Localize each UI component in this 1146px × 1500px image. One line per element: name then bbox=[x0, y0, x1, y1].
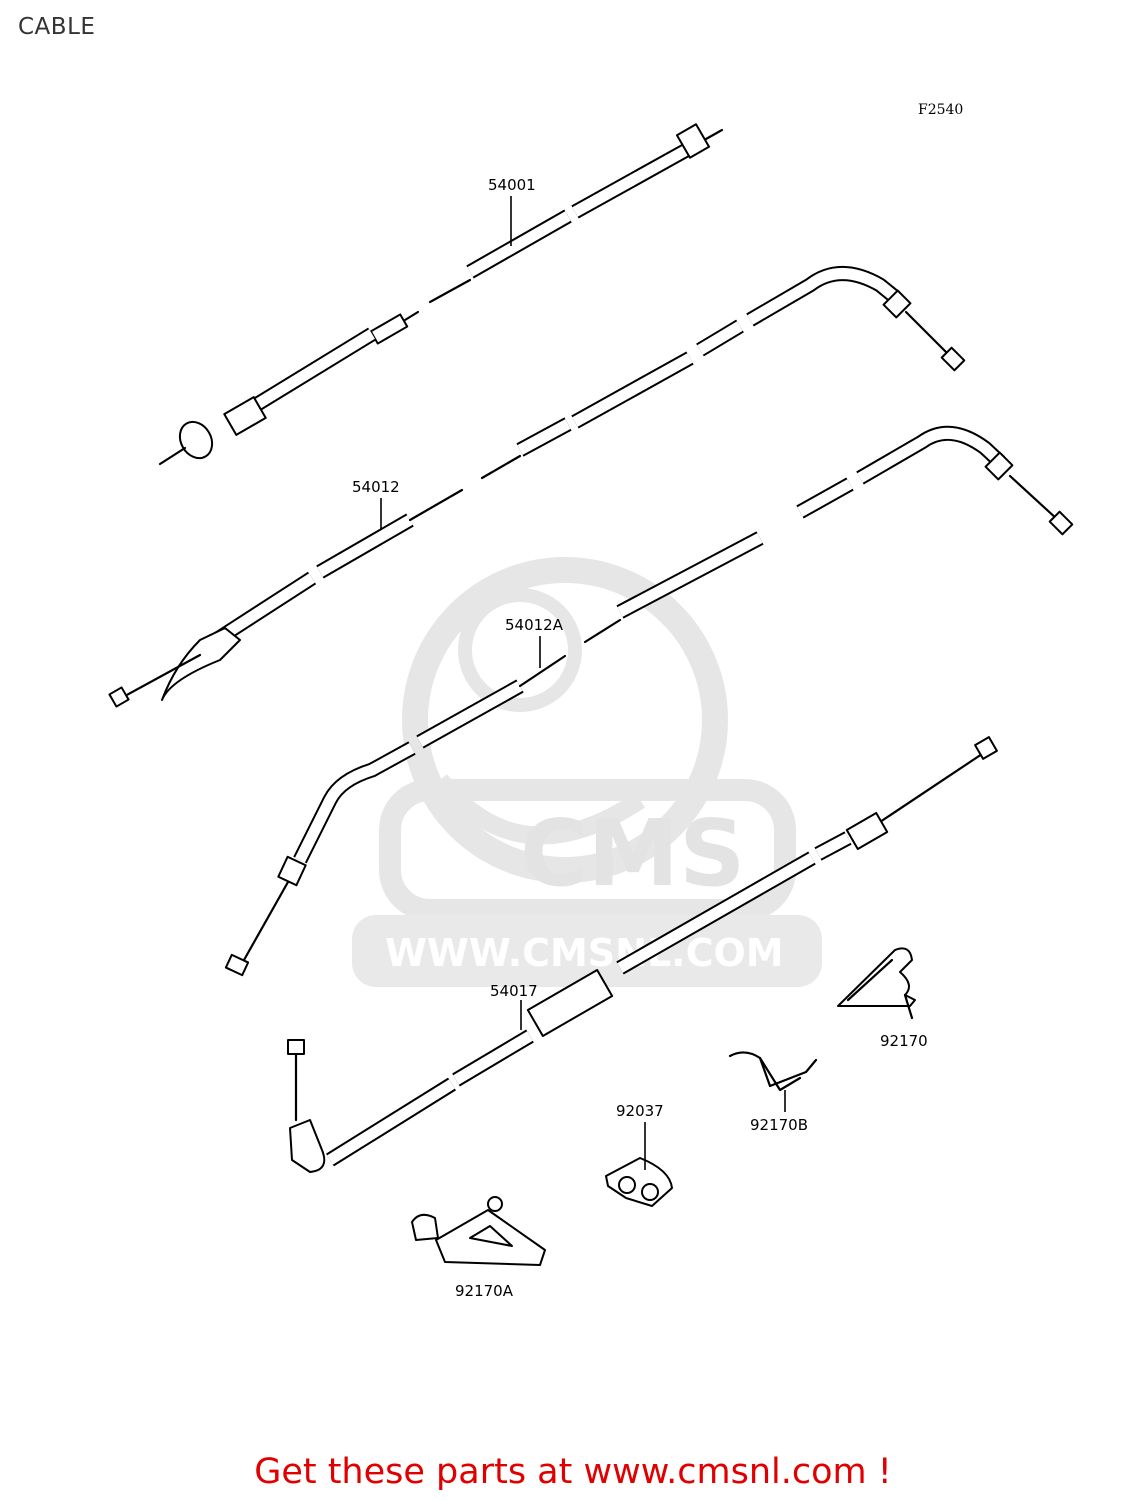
part-92170: 92170 bbox=[837, 947, 928, 1050]
callout-54012A: 54012A bbox=[505, 616, 564, 634]
watermark: CMS WWW.CMSNL.COM bbox=[352, 557, 822, 987]
callout-92170: 92170 bbox=[880, 1032, 928, 1050]
callout-54012: 54012 bbox=[352, 478, 400, 496]
callout-92037: 92037 bbox=[616, 1102, 664, 1120]
callout-54017: 54017 bbox=[490, 982, 538, 1000]
watermark-brand: CMS bbox=[520, 800, 745, 907]
cable-54017: 54017 bbox=[287, 736, 998, 1173]
part-92170B: 92170B bbox=[728, 1051, 818, 1134]
get-parts-link[interactable]: Get these parts at www.cmsnl.com ! bbox=[254, 1452, 892, 1492]
cable-54012A: 54012A bbox=[224, 425, 1074, 977]
figure-code: F2540 bbox=[918, 102, 963, 118]
cable-54001: 54001 bbox=[158, 123, 724, 466]
watermark-url: WWW.CMSNL.COM bbox=[385, 931, 784, 975]
callout-92170A: 92170A bbox=[455, 1282, 514, 1300]
part-92170A: 92170A bbox=[411, 1196, 546, 1300]
page-title: CABLE bbox=[18, 14, 96, 40]
callout-92170B: 92170B bbox=[750, 1116, 808, 1134]
part-92037: 92037 bbox=[605, 1102, 673, 1207]
callout-54001: 54001 bbox=[488, 176, 536, 194]
cable-54012: 54012 bbox=[108, 266, 966, 708]
